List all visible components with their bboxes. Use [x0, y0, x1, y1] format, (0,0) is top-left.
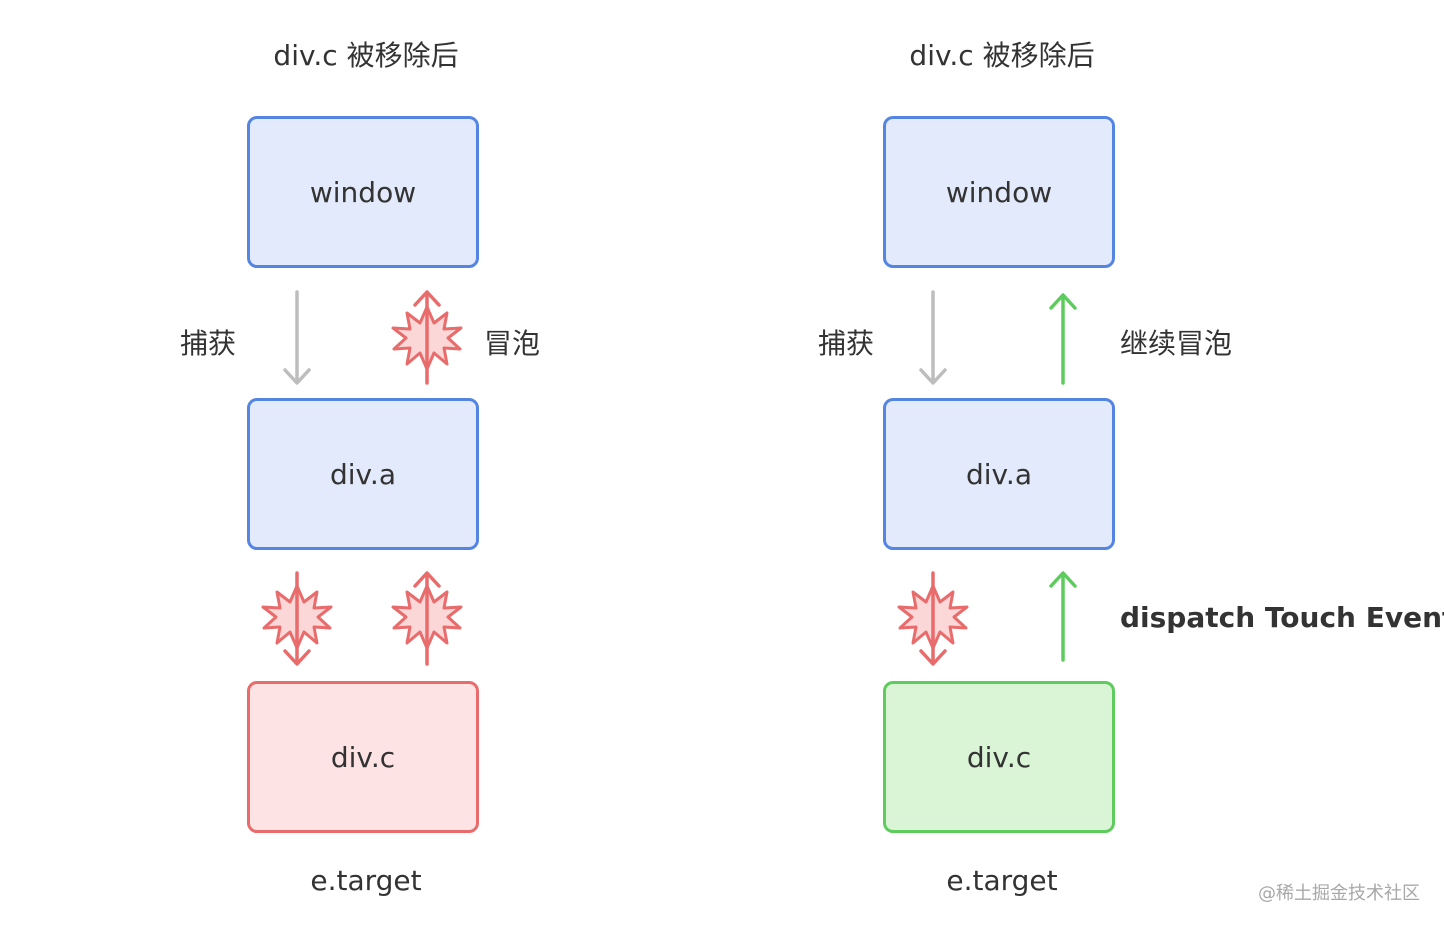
right-capture-burst-arrow	[897, 571, 969, 666]
right-divc-box: div.c	[883, 681, 1115, 833]
left-diva-box: div.a	[247, 398, 479, 550]
left-title: div.c 被移除后	[273, 39, 459, 72]
watermark: @稀土掘金技术社区	[1258, 883, 1420, 904]
left-capture-arrow	[283, 290, 311, 385]
left-target-label: e.target	[310, 864, 422, 897]
right-diva-label: div.a	[965, 457, 1032, 491]
right-dispatch-label: dispatch Touch Event	[1120, 601, 1444, 634]
right-window-box: window	[883, 116, 1115, 268]
left-capture-burst-arrow	[261, 571, 333, 666]
left-bubble-label: 冒泡	[484, 327, 541, 360]
left-capture-label: 捕获	[180, 327, 237, 360]
right-capture-label: 捕获	[818, 327, 875, 360]
left-window-label: window	[309, 175, 417, 209]
right-divc-label: div.c	[966, 740, 1032, 774]
left-bubble-burst-arrow	[391, 290, 463, 385]
right-title: div.c 被移除后	[909, 39, 1095, 72]
right-dispatch-arrow	[1049, 571, 1077, 662]
right-bubble-arrow	[1049, 293, 1077, 385]
left-window-box: window	[247, 116, 479, 268]
left-bubble-burst-arrow-lower	[391, 571, 463, 666]
right-window-label: window	[945, 175, 1053, 209]
left-diva-label: div.a	[329, 457, 396, 491]
left-divc-box: div.c	[247, 681, 479, 833]
right-capture-arrow	[919, 290, 947, 385]
right-bubble-label: 继续冒泡	[1120, 327, 1233, 360]
right-diva-box: div.a	[883, 398, 1115, 550]
right-target-label: e.target	[946, 864, 1058, 897]
left-divc-label: div.c	[330, 740, 396, 774]
